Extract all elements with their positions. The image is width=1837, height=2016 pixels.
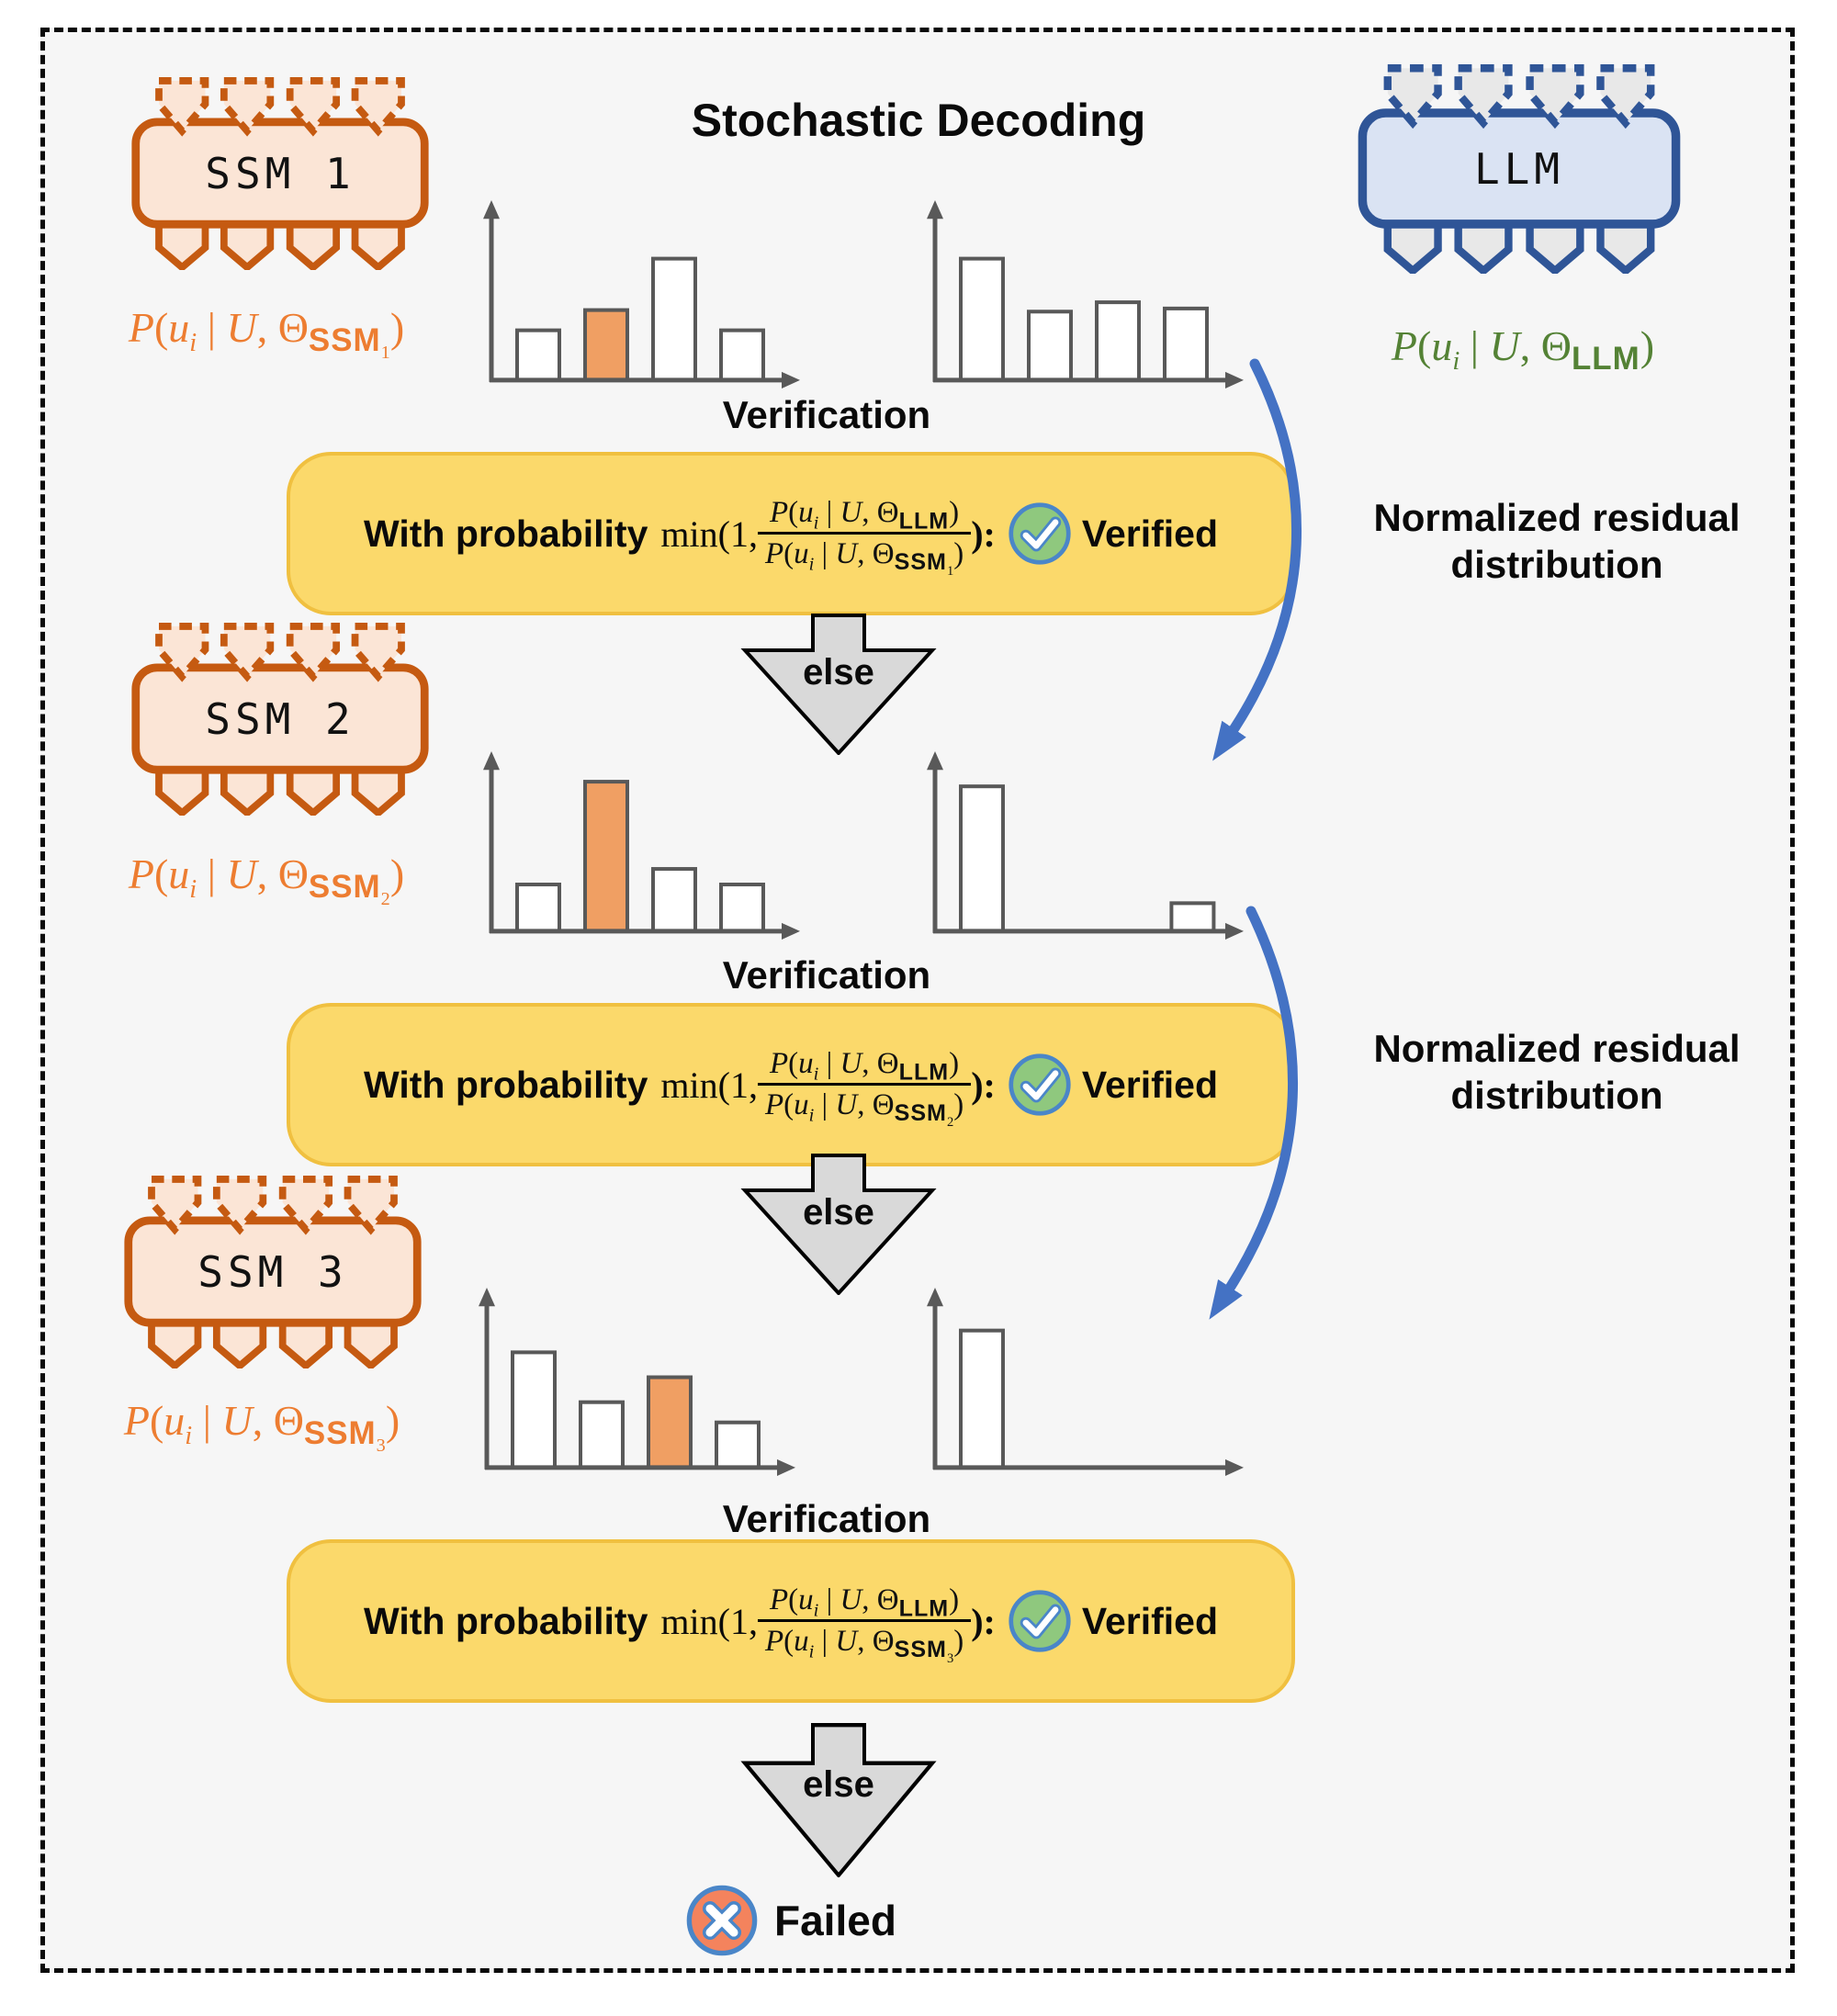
ssm1-chip-graphic [131, 77, 429, 270]
else-arrow-shape-1 [740, 614, 937, 755]
probability-fraction-1: P(ui | U, ΘLLM) P(ui | U, ΘSSM1) [757, 495, 972, 580]
fraction-numerator-1: P(ui | U, ΘLLM) [769, 495, 960, 535]
llm-distribution-chart-1 [907, 195, 1247, 389]
nrd1-line1: Normalized residual [1373, 496, 1741, 539]
verification-label-2: Verification [722, 953, 931, 997]
with-probability-text-3: With probability [364, 1599, 648, 1642]
min-open-text-3: min(1, [660, 1600, 758, 1642]
residual-arrow-1 [1212, 358, 1302, 761]
probability-fraction-2: P(ui | U, ΘLLM) P(ui | U, ΘSSM2) [757, 1046, 972, 1131]
failed-group: Failed [684, 1883, 896, 1958]
llm-chip-graphic [1358, 64, 1681, 274]
failed-x-icon [686, 1885, 758, 1956]
ssm2-probability-formula: P(ui | U, ΘSSM2) [128, 850, 405, 910]
ssm2-distribution-chart [464, 746, 804, 940]
verification-box-3: With probability min(1, P(ui | U, ΘLLM) … [287, 1539, 1295, 1703]
fraction-numerator-2: P(ui | U, ΘLLM) [769, 1046, 960, 1086]
llm-probability-formula: P(ui | U, ΘLLM) [1391, 322, 1655, 377]
else-arrow-3: else [738, 1723, 940, 1877]
residual-arrow-2 [1209, 906, 1299, 1320]
close-colon-text-1: ): [971, 512, 996, 555]
else-label-2: else [803, 1191, 874, 1233]
else-arrow-shape-3 [740, 1723, 937, 1877]
failed-label: Failed [774, 1897, 896, 1944]
ssm1-chip-label: SSM 1 [205, 148, 355, 198]
verified-check-icon-3 [1009, 1590, 1071, 1652]
ssm2-chip-graphic [131, 623, 429, 816]
residual-distribution-chart-2 [907, 1282, 1247, 1477]
verified-check-icon [1009, 502, 1071, 565]
min-open-text-2: min(1, [660, 1064, 758, 1106]
else-label-3: else [803, 1764, 874, 1806]
ssm3-probability-formula: P(ui | U, ΘSSM3) [123, 1397, 400, 1457]
diagram-title: Stochastic Decoding [691, 95, 1146, 146]
ssm3-chip-label: SSM 3 [197, 1246, 348, 1297]
verified-check-icon-2 [1009, 1053, 1071, 1116]
nrd1-line2: distribution [1450, 543, 1663, 587]
verification-box-1: With probability min(1, P(ui | U, ΘLLM) … [287, 452, 1295, 615]
verification-label-3: Verification [722, 1497, 931, 1540]
nrd2-line2: distribution [1450, 1074, 1663, 1118]
verified-label-1: Verified [1081, 512, 1218, 555]
else-arrow-shape-2 [740, 1154, 937, 1295]
nrd2-line1: Normalized residual [1373, 1027, 1741, 1070]
verified-label-3: Verified [1081, 1599, 1218, 1642]
else-arrow-2: else [738, 1154, 940, 1295]
fraction-denominator-3: P(ui | U, ΘSSM3) [764, 1624, 964, 1667]
probability-fraction-3: P(ui | U, ΘLLM) P(ui | U, ΘSSM3) [757, 1582, 972, 1667]
verified-label-2: Verified [1081, 1063, 1218, 1106]
verification-label-1: Verification [722, 393, 931, 436]
fraction-denominator-1: P(ui | U, ΘSSM1) [764, 536, 964, 580]
else-label-1: else [803, 651, 874, 693]
with-probability-text-2: With probability [364, 1063, 648, 1106]
ssm1-distribution-chart [464, 195, 804, 389]
fraction-numerator-3: P(ui | U, ΘLLM) [769, 1582, 960, 1622]
ssm3-distribution-chart [459, 1282, 799, 1477]
normalized-residual-text-2: Normalized residual distribution [1313, 1025, 1800, 1119]
min-open-text-1: min(1, [660, 512, 758, 555]
ssm2-chip: SSM 2 [129, 623, 432, 816]
ssm1-chip: SSM 1 [129, 77, 432, 270]
close-colon-text-2: ): [971, 1064, 996, 1106]
llm-chip-label: LLM [1473, 143, 1565, 194]
else-arrow-1: else [738, 614, 940, 755]
verification-box-2: With probability min(1, P(ui | U, ΘLLM) … [287, 1003, 1295, 1166]
llm-chip: LLM [1355, 64, 1684, 274]
close-colon-text-3: ): [971, 1600, 996, 1642]
with-probability-text-1: With probability [364, 512, 648, 555]
normalized-residual-text-1: Normalized residual distribution [1313, 494, 1800, 588]
ssm1-probability-formula: P(ui | U, ΘSSM1) [128, 304, 405, 364]
ssm3-chip-graphic [124, 1176, 422, 1368]
fraction-denominator-2: P(ui | U, ΘSSM2) [764, 1087, 964, 1131]
residual-distribution-chart-1 [907, 746, 1247, 940]
ssm3-chip: SSM 3 [121, 1176, 424, 1368]
ssm2-chip-label: SSM 2 [205, 693, 355, 744]
